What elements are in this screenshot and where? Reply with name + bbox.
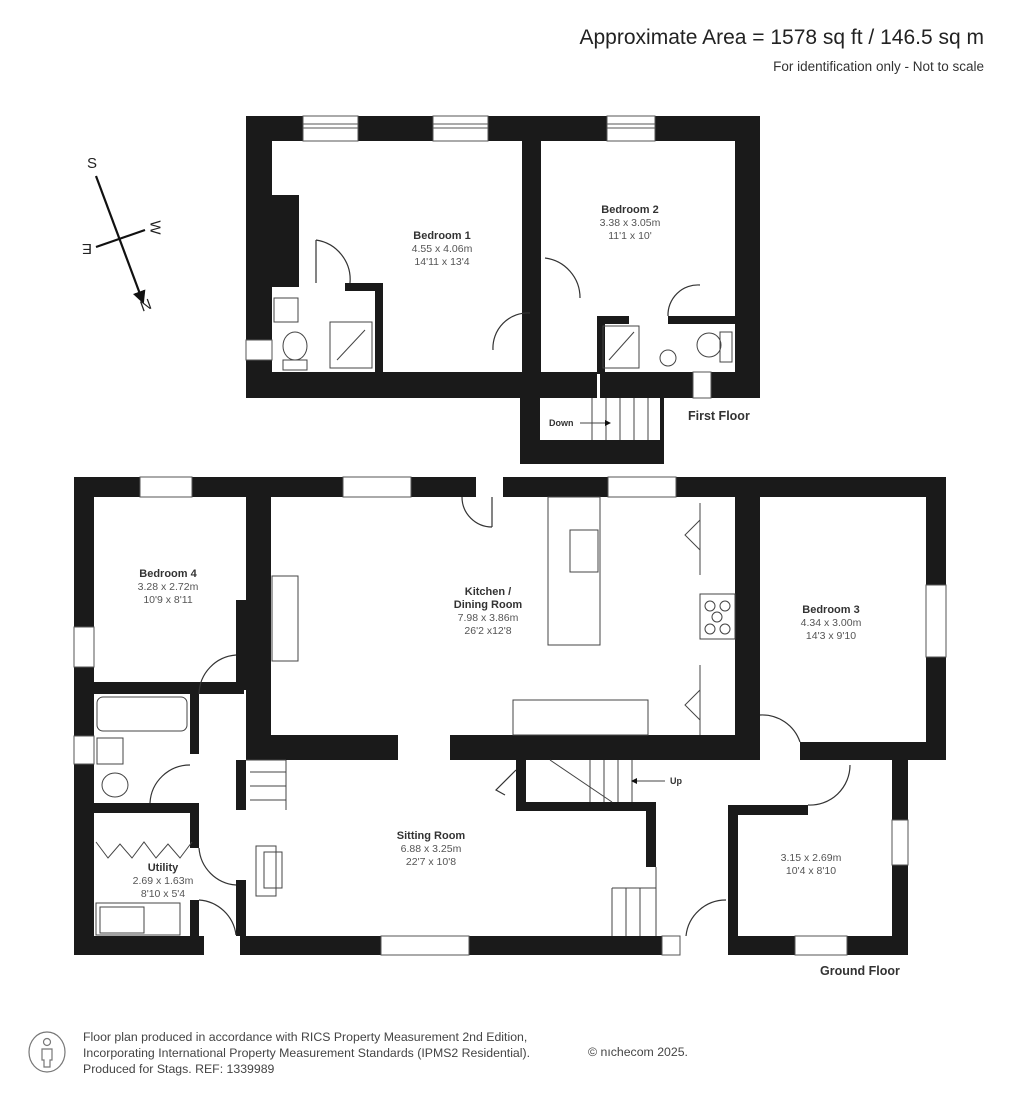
room-bedroom-4: Bedroom 4 3.28 x 2.72m 10'9 x 8'11 [138, 568, 199, 607]
first-floor-label: First Floor [688, 409, 750, 423]
room-bedroom-3: Bedroom 3 4.34 x 3.00m 14'3 x 9'10 [801, 604, 862, 643]
room-size-metric: 6.88 x 3.25m [400, 843, 462, 855]
footer-line-1: Floor plan produced in accordance with R… [83, 1030, 528, 1044]
stairs-up-label: Up [670, 776, 682, 786]
room-bedroom-2: Bedroom 2 3.38 x 3.05m 11'1 x 10' [600, 204, 661, 243]
person-icon [28, 1031, 66, 1073]
room-name: Sitting Room [396, 830, 466, 842]
room-size-imperial: 14'11 x 13'4 [414, 256, 470, 268]
room-size-metric: 3.15 x 2.69m [780, 852, 842, 864]
room-size-imperial: 10'9 x 8'11 [143, 594, 193, 606]
room-size-metric: 2.69 x 1.63m [132, 875, 194, 887]
room-sitting-room: Sitting Room 6.88 x 3.25m 22'7 x 10'8 [397, 830, 465, 869]
room-name: Utility [147, 862, 179, 874]
compass-arrow-icon [94, 175, 146, 305]
room-size-imperial: 14'3 x 9'10 [805, 630, 857, 642]
room-size-imperial: 10'4 x 8'10 [785, 865, 837, 877]
compass-west-label: W [146, 220, 164, 235]
ground-floor-label: Ground Floor [820, 964, 900, 978]
room-size-imperial: 22'7 x 10'8 [405, 856, 457, 868]
room-size-metric: 3.28 x 2.72m [137, 581, 199, 593]
stairs-down-label: Down [549, 418, 574, 428]
scale-disclaimer: For identification only - Not to scale [773, 59, 984, 74]
room-name: Kitchen / [464, 586, 512, 598]
room-bedroom-1: Bedroom 1 4.55 x 4.06m 14'11 x 13'4 [412, 230, 473, 269]
room-size-imperial: 26'2 x12'8 [464, 625, 512, 637]
footer-notes: Floor plan produced in accordance with R… [83, 1029, 530, 1077]
room-unnamed: 3.15 x 2.69m 10'4 x 8'10 [781, 852, 842, 878]
copyright-notice: © nıchecom 2025. [588, 1045, 688, 1059]
compass-south-label: S [87, 155, 98, 172]
first-floor-walls [246, 116, 760, 464]
room-size-imperial: 11'1 x 10' [608, 230, 652, 242]
ground-floor-walls [74, 477, 946, 955]
room-kitchen-dining: Kitchen / Dining Room 7.98 x 3.86m 26'2 … [454, 586, 522, 638]
room-name: Bedroom 1 [413, 230, 471, 242]
footer-line-2: Incorporating International Property Mea… [83, 1046, 531, 1060]
room-size-metric: 4.34 x 3.00m [800, 617, 862, 629]
room-name: Bedroom 2 [601, 204, 659, 216]
footer-line-3: Produced for Stags. REF: 1339989 [83, 1062, 275, 1076]
room-size-metric: 7.98 x 3.86m [457, 612, 519, 624]
room-name: Bedroom 3 [802, 604, 860, 616]
room-name-line2: Dining Room [453, 599, 523, 611]
room-size-imperial: 8'10 x 5'4 [140, 888, 186, 900]
room-name: Bedroom 4 [139, 568, 197, 580]
area-title: Approximate Area = 1578 sq ft / 146.5 sq… [579, 26, 985, 49]
room-size-metric: 3.38 x 3.05m [599, 217, 661, 229]
room-size-metric: 4.55 x 4.06m [411, 243, 473, 255]
room-utility: Utility 2.69 x 1.63m 8'10 x 5'4 [133, 862, 194, 901]
compass-east-label: E [82, 240, 93, 257]
